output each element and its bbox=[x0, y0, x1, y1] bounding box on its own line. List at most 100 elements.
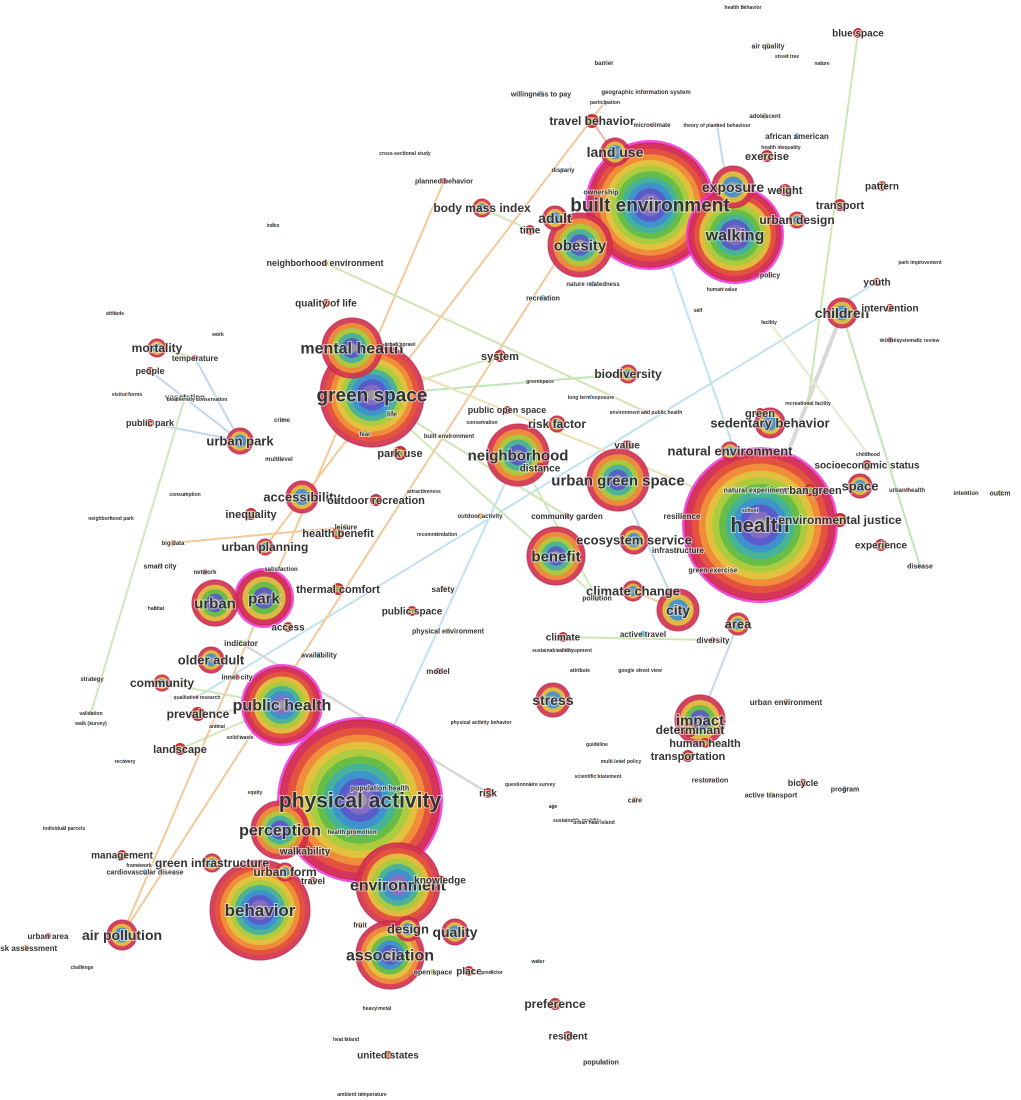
node-sustainable-mobility bbox=[575, 818, 579, 822]
label-space: space bbox=[842, 479, 879, 494]
node-framework bbox=[137, 863, 141, 867]
node-pollution bbox=[594, 595, 600, 601]
label-physical-activity-behavior: physical activity behavior bbox=[451, 720, 512, 726]
label-adult: adult bbox=[538, 210, 572, 226]
label-recovery: recovery bbox=[115, 759, 136, 765]
node-accessibility bbox=[285, 480, 319, 514]
label-biodiversity: biodiversity bbox=[594, 367, 662, 381]
label-weight: weight bbox=[767, 185, 803, 197]
label-sustainable-mobility: sustainable mobility bbox=[553, 818, 601, 824]
node-systematic-review bbox=[916, 338, 920, 342]
node-urban bbox=[191, 579, 239, 627]
node-natural-experiment bbox=[752, 487, 758, 493]
label-public-health: public health bbox=[233, 698, 332, 715]
label-scientific-statement: scientific statement bbox=[575, 774, 622, 780]
node-distance bbox=[535, 463, 545, 473]
node-temperature bbox=[192, 355, 198, 361]
label-community-garden: community garden bbox=[531, 512, 603, 521]
label-theory-of-planned-behaviour: theory of planned behaviour bbox=[683, 123, 750, 129]
label-nature-relatedness: nature relatedness bbox=[566, 282, 620, 288]
node-bicycle bbox=[799, 779, 807, 787]
label-risk: risk bbox=[479, 789, 497, 800]
label-leisure: leisure bbox=[335, 524, 358, 531]
network-edge bbox=[841, 312, 921, 567]
label-impact: impact bbox=[676, 712, 724, 729]
node-consumption bbox=[183, 492, 187, 496]
label-mortality: mortality bbox=[132, 341, 183, 355]
label-urban-design: urban design bbox=[759, 213, 834, 227]
node-active-travel bbox=[640, 631, 646, 637]
label-knowledge: knowledge bbox=[414, 876, 466, 887]
label-availability: availability bbox=[301, 652, 337, 659]
node-obesity bbox=[547, 212, 613, 278]
label-urban-sprawl: urban sprawl bbox=[384, 342, 416, 348]
label-walk-survey-: walk (survey) bbox=[74, 721, 107, 727]
label-willingness-to-pay: willingness to pay bbox=[510, 91, 571, 98]
label-fear: fear bbox=[359, 432, 371, 438]
node-big-data bbox=[170, 540, 176, 546]
node-stress bbox=[535, 682, 571, 718]
label-public-park: public park bbox=[126, 418, 175, 428]
node-youth bbox=[873, 278, 881, 286]
node-disease bbox=[918, 564, 922, 568]
label-time: time bbox=[520, 226, 541, 237]
label-socioeconomic-status: socioeconomic status bbox=[814, 461, 919, 472]
network-edge bbox=[149, 370, 241, 442]
label-exercise: exercise bbox=[745, 151, 789, 163]
node-recreation bbox=[540, 295, 546, 301]
node-crime bbox=[280, 418, 284, 422]
node-ambient-temperature bbox=[360, 1092, 364, 1096]
node-access bbox=[283, 622, 293, 632]
label-travel-behavior: travel behavior bbox=[549, 114, 635, 128]
node-inner-city bbox=[234, 674, 240, 680]
label-park: park bbox=[248, 590, 280, 607]
node-restoration bbox=[708, 778, 712, 782]
node-recovery bbox=[123, 759, 127, 763]
label-childhood: childhood bbox=[856, 452, 880, 458]
node-urban-form bbox=[275, 862, 295, 882]
label-urban-form: urban form bbox=[253, 865, 316, 879]
node-management bbox=[117, 850, 127, 860]
network-edge bbox=[194, 357, 241, 442]
label-benefit: benefit bbox=[531, 548, 580, 565]
node-cross-sectional-study bbox=[403, 151, 407, 155]
label-physical-environment: physical environment bbox=[412, 628, 485, 635]
node-urban-green-space bbox=[586, 448, 650, 512]
node-urban-design bbox=[788, 211, 806, 229]
label-age: age bbox=[549, 804, 558, 810]
node-participation bbox=[603, 100, 607, 104]
node-greenspace bbox=[538, 379, 542, 383]
node-population bbox=[599, 1060, 603, 1064]
label-attitude: attitude bbox=[106, 311, 124, 317]
node-resident bbox=[563, 1031, 573, 1041]
node-street-tree bbox=[785, 54, 789, 58]
label-exposure: exposure bbox=[702, 179, 764, 195]
node-green-exercise bbox=[710, 567, 716, 573]
network-edge bbox=[562, 636, 714, 641]
node-urban-heat-island bbox=[592, 820, 596, 824]
node-diversity bbox=[710, 637, 716, 643]
node-public-space bbox=[407, 606, 417, 616]
node-vegetation bbox=[182, 394, 188, 400]
network-edge bbox=[768, 321, 869, 455]
label-health: health bbox=[731, 515, 790, 537]
label-work: work bbox=[211, 332, 224, 338]
label-systematic-review: systematic review bbox=[897, 338, 940, 344]
node-health-inequality bbox=[779, 145, 783, 149]
label-neighborhood-park: neighborhood park bbox=[88, 516, 134, 522]
label-management: management bbox=[91, 851, 153, 862]
node-environment-and-public-health bbox=[644, 410, 648, 414]
label-strategy: strategy bbox=[80, 677, 104, 683]
node-park bbox=[234, 568, 294, 628]
node-nature-relatedness bbox=[590, 281, 596, 287]
network-edge bbox=[149, 422, 241, 442]
node-adolescent bbox=[762, 113, 768, 119]
label-obesity: obesity bbox=[554, 237, 607, 254]
node-geographic-information-system bbox=[644, 90, 648, 94]
label-nature: nature bbox=[814, 61, 830, 67]
node-urban-health bbox=[905, 488, 909, 492]
label-multilevel: multilevel bbox=[265, 457, 293, 463]
node-nature bbox=[820, 61, 824, 65]
label-walking: walking bbox=[705, 228, 765, 245]
